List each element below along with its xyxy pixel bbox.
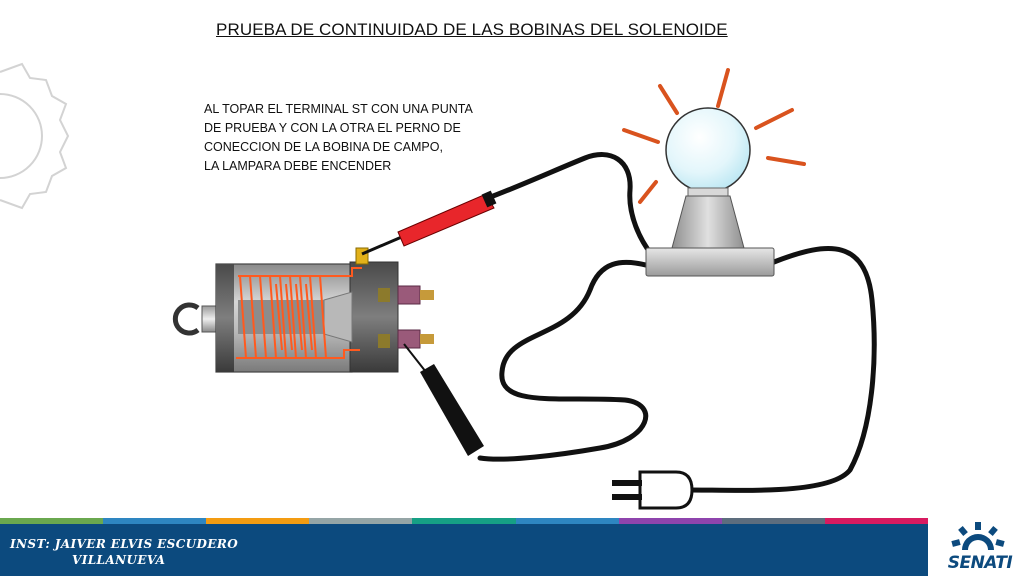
footer-bar (0, 524, 928, 576)
instructor-line: VILLANUEVA (72, 553, 166, 567)
slide-title: PRUEBA DE CONTINUIDAD DE LAS BOBINAS DEL… (216, 20, 728, 39)
test-wire-red (485, 152, 655, 258)
black-test-probe (403, 343, 484, 456)
instructor-line: INST: JAIVER ELVIS ESCUDERO (10, 537, 239, 551)
light-bulb-icon (622, 68, 806, 277)
instruction-line: LA LAMPARA DEBE ENCENDER (204, 159, 392, 173)
senati-gear-logo-icon (951, 522, 1005, 550)
gear-watermark-icon (0, 62, 70, 210)
circuit-diagram (0, 62, 877, 510)
power-plug-icon (612, 470, 694, 510)
power-cord (687, 246, 877, 493)
test-wire-black (477, 259, 653, 462)
instruction-line: DE PRUEBA Y CON LA OTRA EL PERNO DE (204, 121, 461, 135)
solenoid-icon (172, 247, 434, 373)
instructor-name: INST: JAIVER ELVIS ESCUDERO VILLANUEVA (10, 536, 238, 568)
logo-text: SENATI (947, 553, 1013, 573)
color-stripe (0, 518, 928, 524)
instruction-line: AL TOPAR EL TERMINAL ST CON UNA PUNTA (204, 102, 473, 116)
instruction-line: CONECCION DE LA BOBINA DE CAMPO, (204, 140, 443, 154)
instruction-text: AL TOPAR EL TERMINAL ST CON UNA PUNTA DE… (204, 100, 473, 176)
red-test-probe (361, 190, 497, 256)
